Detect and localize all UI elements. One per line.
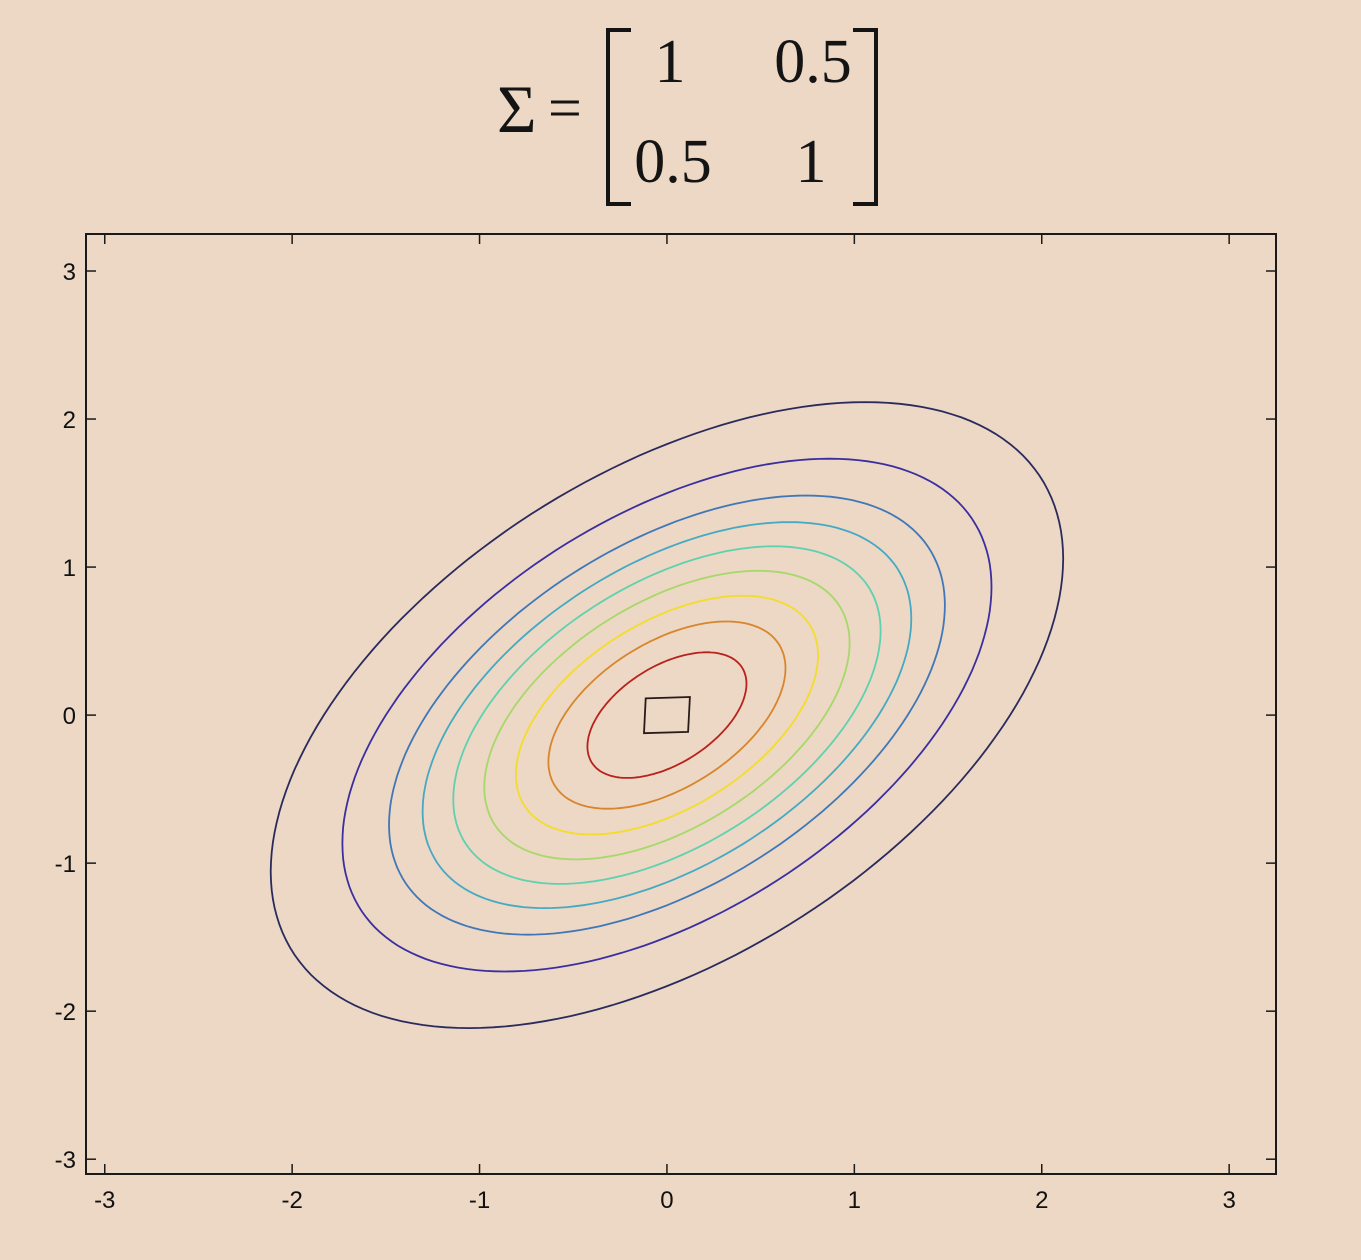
x-tick-label: -3 bbox=[94, 1187, 115, 1214]
sigma-symbol: Σ bbox=[497, 71, 537, 147]
y-tick-label: 2 bbox=[63, 407, 76, 434]
contour-level-8 bbox=[547, 620, 787, 810]
equals-sign: = bbox=[548, 75, 582, 141]
y-tick-label: 1 bbox=[63, 555, 76, 582]
matrix-cell-r1c2: 0.5 bbox=[774, 28, 852, 96]
covariance-formula: Σ = 1 0.5 0.5 1 bbox=[497, 28, 878, 206]
y-tick-label: -1 bbox=[55, 851, 76, 878]
x-tick-label: 1 bbox=[848, 1187, 861, 1214]
matrix-cell-r1c1: 1 bbox=[655, 28, 686, 96]
y-tick-label: 3 bbox=[63, 259, 76, 286]
left-bracket bbox=[606, 28, 631, 206]
contour-level-2 bbox=[341, 457, 993, 973]
matrix-cell-r2c2: 1 bbox=[796, 128, 827, 196]
x-tick-label: -2 bbox=[281, 1187, 302, 1214]
contour-level-5 bbox=[452, 545, 882, 885]
contour-level-1 bbox=[269, 401, 1065, 1030]
x-tick-label: 3 bbox=[1222, 1187, 1235, 1214]
plot-frame bbox=[85, 233, 1277, 1175]
contour-level-7 bbox=[515, 594, 819, 836]
contour-level-4 bbox=[421, 521, 913, 910]
right-bracket bbox=[853, 28, 878, 206]
x-tick-label: 0 bbox=[660, 1187, 673, 1214]
y-tick-label: -3 bbox=[55, 1147, 76, 1174]
contour-center-diamond bbox=[643, 696, 691, 735]
y-tick-label: -2 bbox=[55, 999, 76, 1026]
contour-level-9 bbox=[586, 651, 748, 779]
axis-ticks: -3 -2 -1 0 1 2 3 -3 -2 -1 0 1 2 3 bbox=[55, 234, 1276, 1214]
matrix-cell-r2c1: 0.5 bbox=[634, 128, 712, 196]
contour-lines bbox=[269, 401, 1065, 1030]
contour-level-6 bbox=[483, 569, 851, 861]
y-tick-label: 0 bbox=[63, 703, 76, 730]
x-tick-label: -1 bbox=[469, 1187, 490, 1214]
contour-level-3 bbox=[388, 494, 946, 936]
x-tick-label: 2 bbox=[1035, 1187, 1048, 1214]
